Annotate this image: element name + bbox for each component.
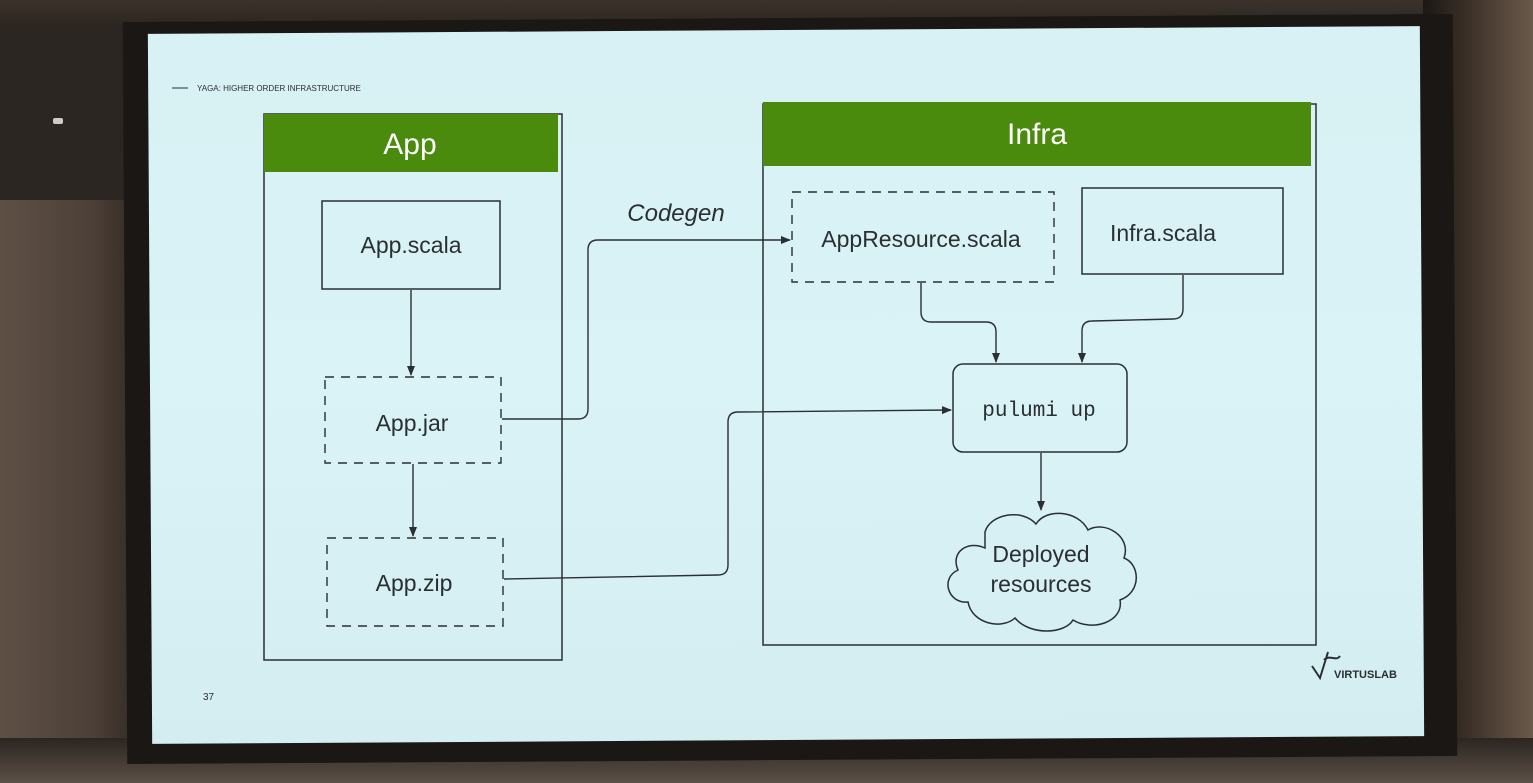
page-number: 37 [203,692,215,703]
pulumi-up-label: pulumi up [982,400,1095,423]
virtuslab-logo: VIRTUSLAB [1311,651,1397,681]
app-panel-title: App [383,128,436,161]
app-panel-header [264,114,558,172]
app-scala-label: App.scala [360,232,461,258]
infra-scala-label: Infra.scala [1110,220,1216,246]
deployed-resources-cloud [947,512,1137,632]
app-scala-node [321,200,501,290]
edge-infra-to-pulumi [1078,275,1184,363]
infra-panel-header [763,102,1311,166]
pulumi-up-node [952,363,1128,453]
app-zip-node [326,537,504,627]
app-panel: App [263,113,563,661]
virtuslab-logo-mark [1311,651,1341,681]
edge-zip-to-pulumi [503,406,952,580]
appresource-node [791,191,1055,283]
wall-plate [0,25,125,200]
edge-appresource-to-pulumi [920,283,1000,363]
slide-header: YAGA: HIGHER ORDER INFRASTRUCTURE [197,84,361,93]
infra-panel-title: Infra [1007,118,1067,151]
infra-scala-node [1081,187,1284,275]
infra-panel: Infra [762,102,1317,646]
appresource-label: AppResource.scala [821,226,1021,252]
app-jar-label: App.jar [376,410,449,436]
deployed-resources-line1: Deployed [992,541,1089,567]
plate-dot [53,118,63,124]
codegen-label: Codegen [627,200,724,227]
deployed-resources-line2: resources [991,571,1092,597]
app-zip-label: App.zip [376,570,453,596]
edge-codegen [502,236,791,420]
app-jar-node [324,376,502,464]
virtuslab-logo-text: VIRTUSLAB [1334,669,1397,681]
